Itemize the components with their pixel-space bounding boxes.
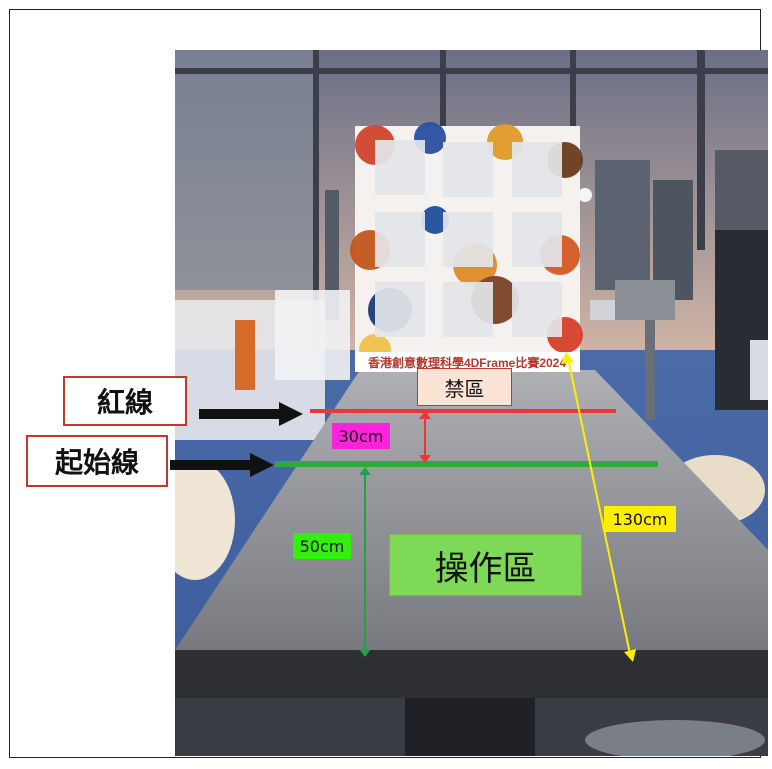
dist-130-tag: 130cm (604, 506, 676, 532)
dist-30-tag: 30cm (332, 423, 390, 449)
dist-130-arrow-icon (561, 352, 636, 662)
red-line-arrow-icon (199, 402, 303, 426)
dist-30-arrow-icon (419, 411, 431, 463)
start-line-arrow-icon (170, 453, 274, 477)
operation-zone-label-text: 操作區 (434, 548, 537, 589)
red-line (310, 409, 616, 413)
start-line-label: 起始線 (26, 435, 168, 487)
forbidden-zone-label-text: 禁區 (444, 376, 485, 401)
dist-50-tag: 50cm (293, 533, 351, 559)
dist-50-arrow-icon (359, 467, 371, 657)
red-line-label: 紅線 (63, 376, 187, 426)
figure-frame: 香港創意數理科學4DFrame比賽2024 紅線 起始線 禁區 30cm (9, 9, 768, 758)
red-line-label-text: 紅線 (96, 386, 153, 419)
operation-zone-label: 操作區 (389, 534, 582, 596)
dist-50-text: 50cm (299, 536, 345, 556)
forbidden-zone-label: 禁區 (417, 368, 512, 406)
board-banner-text: 香港創意數理科學4DFrame比賽2024 (367, 355, 566, 370)
dist-30-text: 30cm (338, 426, 384, 446)
start-line (275, 461, 658, 467)
start-line-label-text: 起始線 (54, 446, 139, 479)
dist-130-text: 130cm (612, 509, 668, 529)
